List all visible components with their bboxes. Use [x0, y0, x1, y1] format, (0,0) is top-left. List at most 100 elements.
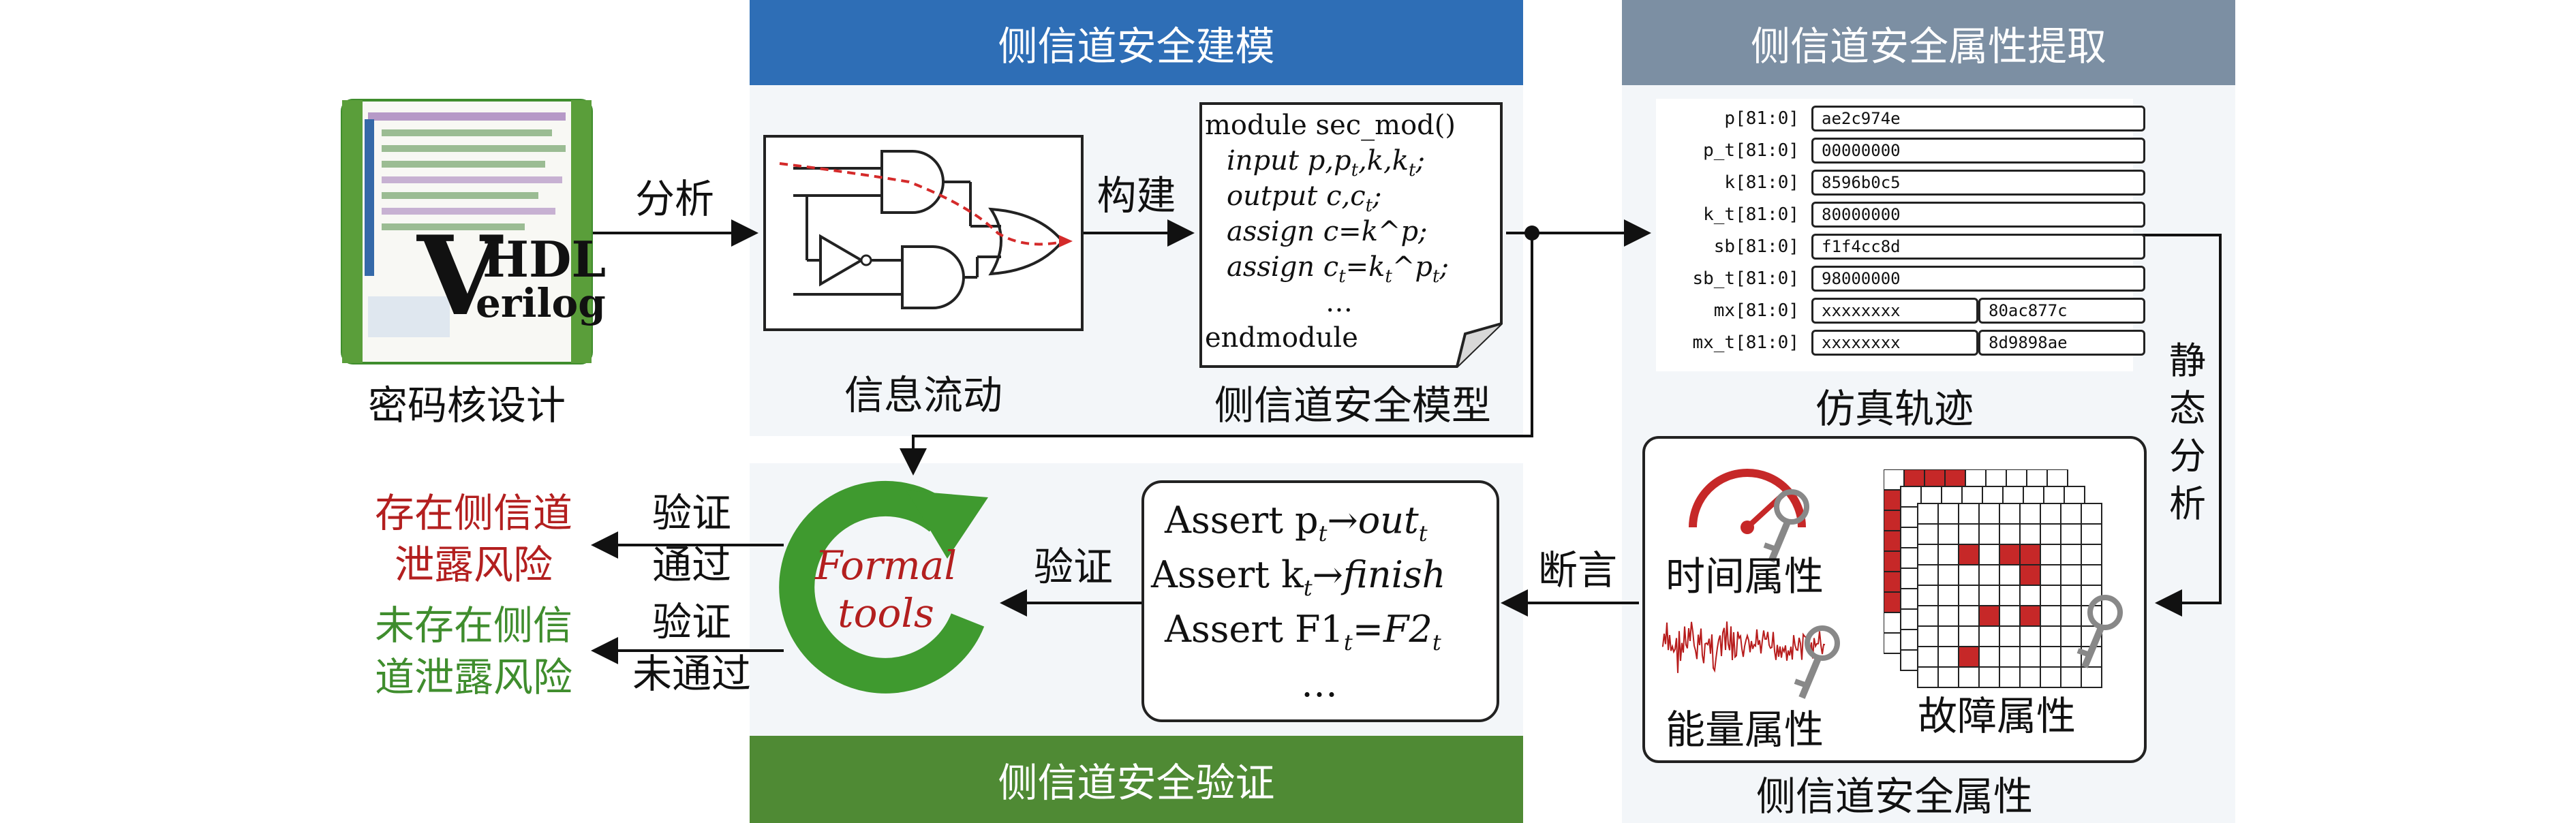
trace-row: p_t[81:0]00000000	[1656, 138, 2145, 164]
code-line-2-b: ,k,k	[1358, 145, 1409, 176]
vhdl-verilog-logo: V HDL erilog	[341, 99, 606, 364]
leak-risk-result: 存在侧信道 泄露风险	[354, 487, 593, 591]
code-line-5: assign ct=kt^pt;	[1227, 249, 1449, 294]
code-line-5-a: assign c	[1227, 251, 1339, 283]
code-line-2-sub2: t	[1409, 160, 1416, 181]
fault-property-label: 故障属性	[1918, 693, 2076, 739]
static-analysis-char-3: 分	[2169, 435, 2206, 478]
key-icon-power	[1794, 625, 1840, 699]
trace-signal-name: sb_t[81:0]	[1692, 268, 1799, 289]
modeling-header-text: 侧信道安全建模	[998, 22, 1275, 69]
verification-header-text: 侧信道安全验证	[998, 760, 1275, 806]
trace-caption: 仿真轨迹	[1815, 386, 1974, 432]
trace-row: sb[81:0] f1f4cc8d	[1656, 234, 2145, 260]
assert-line-1-b: →out	[1327, 499, 1419, 542]
logo-vhdl-text: HDL	[482, 230, 607, 288]
info-flow-caption: 信息流动	[844, 372, 1002, 418]
fail-arrow-label: 验证 未通过	[613, 596, 770, 700]
code-line-6: …	[1325, 285, 1353, 320]
code-line-5-b: =k	[1345, 251, 1385, 283]
trace-signal-value-2: 8d9898ae	[1978, 330, 2145, 356]
no-leak-risk-line-2: 道泄露风险	[374, 654, 572, 700]
assert-line-3: Assert F1t=F2t	[1165, 606, 1441, 666]
leak-risk-line-1: 存在侧信道	[374, 490, 572, 536]
code-line-2-end: ;	[1415, 145, 1425, 176]
code-line-3-sub: t	[1365, 196, 1373, 216]
code-line-2-a: input p,p	[1227, 145, 1351, 176]
trace-signal-name: mx[81:0]	[1713, 300, 1799, 321]
trace-signal-value-2: 80ac877c	[1978, 298, 2145, 324]
trace-row: k[81:0]8596b0c5	[1656, 170, 2145, 196]
pass-arrow-label: 验证 通过	[613, 487, 770, 591]
code-line-4: assign c=k^p;	[1227, 214, 1428, 249]
no-leak-risk-line-1: 未存在侧信	[374, 602, 572, 649]
model-caption: 侧信道安全模型	[1214, 382, 1491, 429]
code-line-6-text: …	[1325, 287, 1353, 318]
info-flow-circuit	[763, 135, 1084, 331]
assert-arrow-label: 断言	[1537, 547, 1617, 593]
trace-signal-name: mx_t[81:0]	[1692, 332, 1799, 353]
model-code-document: module sec_mod() input p,pt,k,kt; output…	[1199, 102, 1503, 368]
assert-line-2: Assert kt→finish	[1151, 551, 1445, 612]
code-line-3: output c,ct;	[1227, 178, 1382, 223]
assert-line-3-a: Assert F1	[1165, 608, 1344, 651]
assert-line-3-b: =F2	[1352, 608, 1432, 651]
code-line-5-sub3: t	[1432, 266, 1440, 287]
code-line-5-sub: t	[1338, 266, 1346, 287]
code-line-5-end: ;	[1439, 251, 1449, 283]
leak-risk-line-2: 泄露风险	[394, 542, 553, 588]
verification-header: 侧信道安全验证	[750, 736, 1523, 823]
trace-signal-name: p_t[81:0]	[1703, 140, 1799, 161]
code-line-3-end: ;	[1373, 181, 1382, 212]
fail-label-line-1: 验证	[651, 599, 731, 645]
arrow-static-analysis	[2133, 234, 2222, 617]
code-line-7: endmodule	[1205, 320, 1358, 356]
trace-signal-name: p[81:0]	[1724, 108, 1799, 129]
side-channel-properties-box: 时间属性 能量属性 故障属性	[1642, 436, 2147, 763]
verify-arrow-label: 验证	[1033, 544, 1113, 590]
build-arrow-label: 构建	[1097, 172, 1176, 219]
code-line-5-c: ^p	[1392, 251, 1432, 283]
formal-tools-line-2: tools	[838, 590, 934, 636]
assert-line-1-a: Assert p	[1165, 499, 1319, 542]
formal-tools-line-1: Formal	[815, 542, 957, 589]
assert-line-1: Assert pt→outt	[1165, 497, 1428, 557]
key-icon-timing	[1763, 489, 1809, 563]
properties-caption: 侧信道安全属性	[1755, 773, 2033, 820]
static-analysis-char-4: 析	[2169, 482, 2206, 525]
logo-verilog-text: erilog	[476, 280, 606, 326]
code-line-5-sub2: t	[1385, 266, 1392, 287]
trace-row: k_t[81:0]80000000	[1656, 202, 2145, 228]
logo-v-letter: V	[417, 212, 502, 340]
no-leak-risk-result: 未存在侧信 道泄露风险	[354, 600, 593, 703]
formal-tools-cycle-icon	[779, 480, 988, 694]
power-property-label: 能量属性	[1666, 706, 1824, 753]
trace-signal-value: 98000000	[1811, 266, 2145, 292]
code-line-7-text: endmodule	[1205, 322, 1358, 354]
pass-label-line-2: 通过	[651, 542, 731, 588]
pass-label-line-1: 验证	[651, 490, 731, 536]
assert-line-3-sub2: t	[1432, 629, 1441, 655]
formal-tools-label: Formal tools	[804, 542, 968, 637]
trace-row: sb_t[81:0] 98000000	[1656, 266, 2145, 292]
assert-line-2-sub: t	[1303, 574, 1313, 601]
assert-line-2-b: →finish	[1312, 553, 1446, 596]
code-line-1-text: module sec_mod()	[1205, 110, 1456, 141]
trace-signal-value: xxxxxxxx	[1811, 330, 1978, 356]
trace-signal-value: 8596b0c5	[1811, 170, 2145, 196]
extraction-header-text: 侧信道安全属性提取	[1750, 22, 2106, 69]
static-analysis-label: 静 态 分 析	[2164, 337, 2211, 528]
fail-label-line-2: 未通过	[632, 651, 751, 697]
assert-line-4-text: …	[1301, 662, 1338, 705]
extraction-header: 侧信道安全属性提取	[1622, 0, 2235, 85]
trace-signal-value: f1f4cc8d	[1811, 234, 2145, 260]
trace-signal-value: xxxxxxxx	[1811, 298, 1978, 324]
trace-signal-name: sb[81:0]	[1713, 236, 1799, 257]
assert-line-4: …	[1301, 660, 1338, 708]
code-line-1: module sec_mod()	[1205, 108, 1456, 143]
